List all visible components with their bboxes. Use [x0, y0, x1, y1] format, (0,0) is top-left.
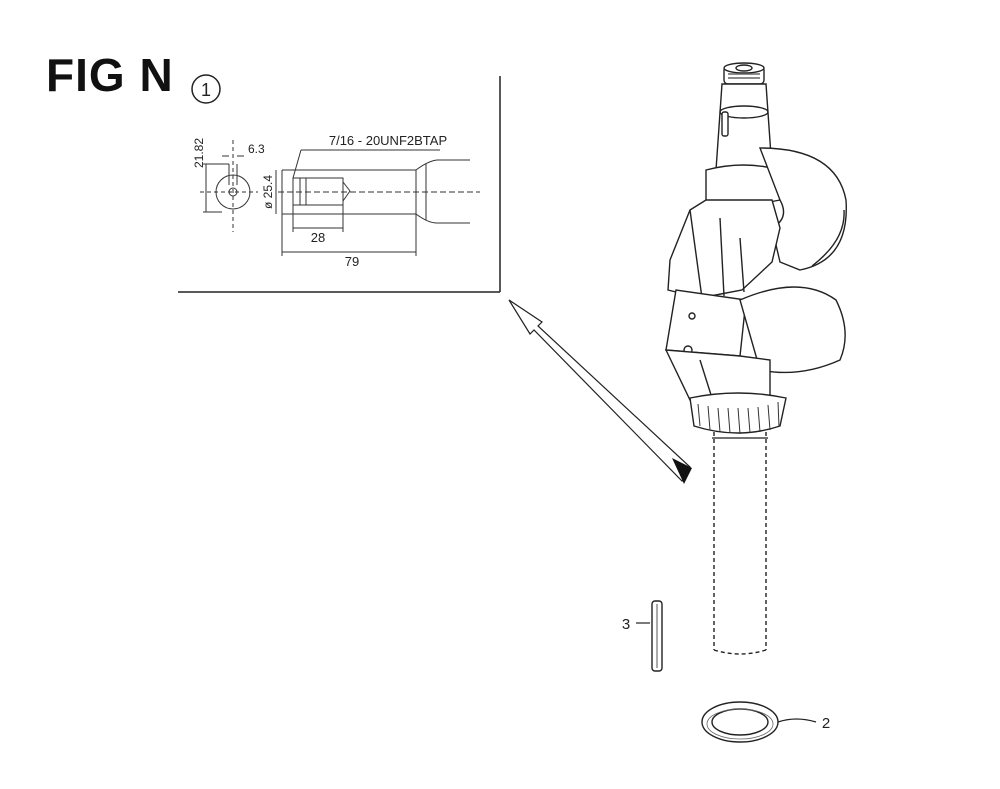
part-number-3: 3 [622, 616, 630, 633]
pointer-arrow [508, 299, 692, 484]
detail-callout-number: 1 [201, 80, 211, 100]
detail-callout: 1 [191, 74, 221, 104]
shaft-length-dimension: 79 [345, 254, 359, 269]
thread-spec-label: 7/16 - 20UNF2BTAP [329, 133, 447, 148]
oil-seal-part [701, 701, 817, 743]
shaft-diameter-dimension: ø 25.4 [261, 175, 275, 209]
detail-box [178, 76, 501, 293]
tap-depth-dimension: 28 [311, 230, 325, 245]
figure-title: FIG N [46, 49, 174, 101]
part-number-2: 2 [822, 715, 830, 732]
shaft-end-detail [200, 140, 480, 256]
key-part [636, 600, 663, 672]
key-width-dimension: 6.3 [248, 142, 265, 156]
key-height-dimension: 21.82 [192, 138, 206, 168]
crankshaft [664, 62, 847, 655]
